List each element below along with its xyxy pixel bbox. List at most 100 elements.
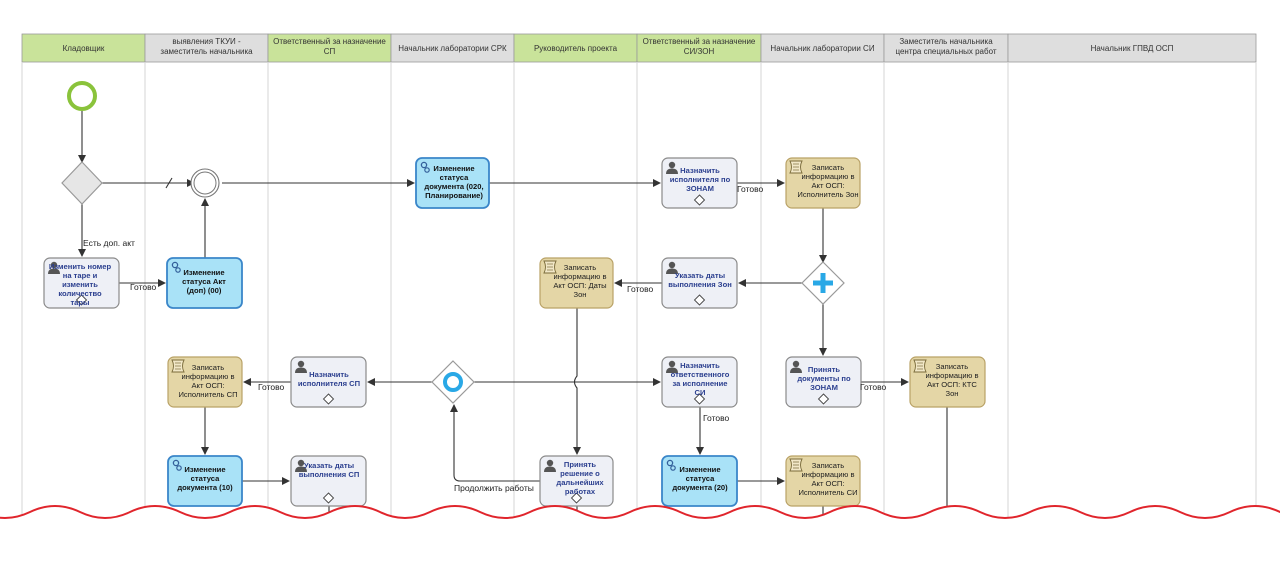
task-label-line: Записать <box>936 362 968 371</box>
task-label-line: Указать даты <box>304 461 354 470</box>
task-label-line: работах <box>565 487 596 496</box>
lane-title-text: центра специальных работ <box>895 47 996 56</box>
intermediate-event <box>190 168 220 198</box>
lane-title-text: Ответственный за назначение <box>643 37 756 46</box>
user-icon <box>295 459 307 472</box>
gear-icon <box>666 459 676 471</box>
flow-label-done: Готово <box>258 382 285 392</box>
lane-title-text: Начальник лаборатории СРК <box>398 44 507 53</box>
user-icon <box>544 459 556 472</box>
task-label-line: информацию в <box>553 272 606 281</box>
task-box <box>661 257 738 309</box>
lane-header-9: Начальник ГПВД ОСП <box>1007 33 1257 63</box>
task-label-line: ЗОНАМ <box>686 184 714 193</box>
lane-title-text: СИ/ЗОН <box>684 47 715 56</box>
task-label-line: информацию в <box>801 172 854 181</box>
script-icon <box>543 260 557 274</box>
lane-title-text: выявления ТКУИ - <box>172 37 241 46</box>
task-label-line: количество <box>58 289 102 298</box>
marker-diamond-icon <box>693 393 706 405</box>
event-based-gateway <box>431 360 475 404</box>
task-label-line: документа (10) <box>177 483 233 492</box>
task-label-line: документа (20) <box>672 483 728 492</box>
sequence-flows <box>78 111 948 518</box>
flow-label-done: Готово <box>737 184 764 194</box>
lane-title-text: Начальник ГПВД ОСП <box>1091 44 1174 53</box>
task-label-line: за исполнение <box>672 379 727 388</box>
task-label-line: Принять <box>564 460 597 469</box>
task-label-line: статуса <box>191 474 220 483</box>
task-label-line: на таре и <box>63 271 98 280</box>
task-label-line: Назначить <box>309 370 349 379</box>
marker-diamond-icon <box>322 393 335 405</box>
marker-diamond-icon <box>693 294 706 306</box>
flow-label-continue-work: Продолжить работы <box>454 483 534 493</box>
task-label-line: ЗОНАМ <box>810 383 838 392</box>
task-box <box>167 356 243 408</box>
flow-label-cut: жить раб <box>612 522 648 532</box>
task-box <box>661 157 738 209</box>
user-icon <box>295 360 307 373</box>
task-label-line: Акт ОСП: Даты <box>553 281 606 290</box>
task-label-line: Исполнитель Зон <box>797 190 858 199</box>
task-label-line: информацию в <box>925 371 978 380</box>
lane-header-1: Кладовщик <box>21 33 146 63</box>
task-box <box>43 257 120 309</box>
task-box <box>290 356 367 408</box>
task-label-line: (доп) (00) <box>187 286 222 295</box>
task-label-line: ответственного <box>671 370 730 379</box>
task-label-line: дальнейших <box>556 478 604 487</box>
task-label-line: документа (020, <box>424 182 483 191</box>
flow-t6-to-t15 <box>573 308 581 455</box>
task-label-line: Зон <box>573 290 586 299</box>
task-label-line: Изменение <box>184 465 225 474</box>
task-label-line: исполнителя СП <box>298 379 360 388</box>
script-icon <box>789 458 803 472</box>
lane-separators <box>21 62 1257 518</box>
lane-header-5: Руководитель проекта <box>513 33 638 63</box>
user-icon <box>666 360 678 373</box>
task-label-line: Акт ОСП: <box>811 181 844 190</box>
script-icon <box>171 359 185 373</box>
task-label-line: Зон <box>945 389 958 398</box>
flow-label-done: Готово <box>130 282 157 292</box>
lane-title-text: Руководитель проекта <box>534 44 618 53</box>
task-label-line: статуса Акт <box>182 277 226 286</box>
lane-title-text: Ответственный за назначение <box>273 37 386 46</box>
flow-label-done: Готово <box>860 382 887 392</box>
gear-icon <box>420 161 430 173</box>
task-label-line: Изменение <box>433 164 474 173</box>
task-label-line: изменить <box>62 280 98 289</box>
lane-title-text: заместитель начальника <box>160 47 253 56</box>
user-icon <box>48 261 60 274</box>
lane-title-text: Начальник лаборатории СИ <box>770 44 874 53</box>
flow-label-cut: ово <box>345 521 359 531</box>
task-label-line: Записать <box>564 263 596 272</box>
task-box <box>539 455 614 507</box>
flow-label-done: Готово <box>703 413 730 423</box>
task-label-line: Указать даты <box>675 271 725 280</box>
task-label-line: выполнения СП <box>299 470 360 479</box>
exclusive-gateway <box>61 161 103 205</box>
script-icon <box>913 359 927 373</box>
task-label-line: Акт ОСП: КТС <box>927 380 977 389</box>
lane-title-text: Заместитель начальника <box>899 37 993 46</box>
